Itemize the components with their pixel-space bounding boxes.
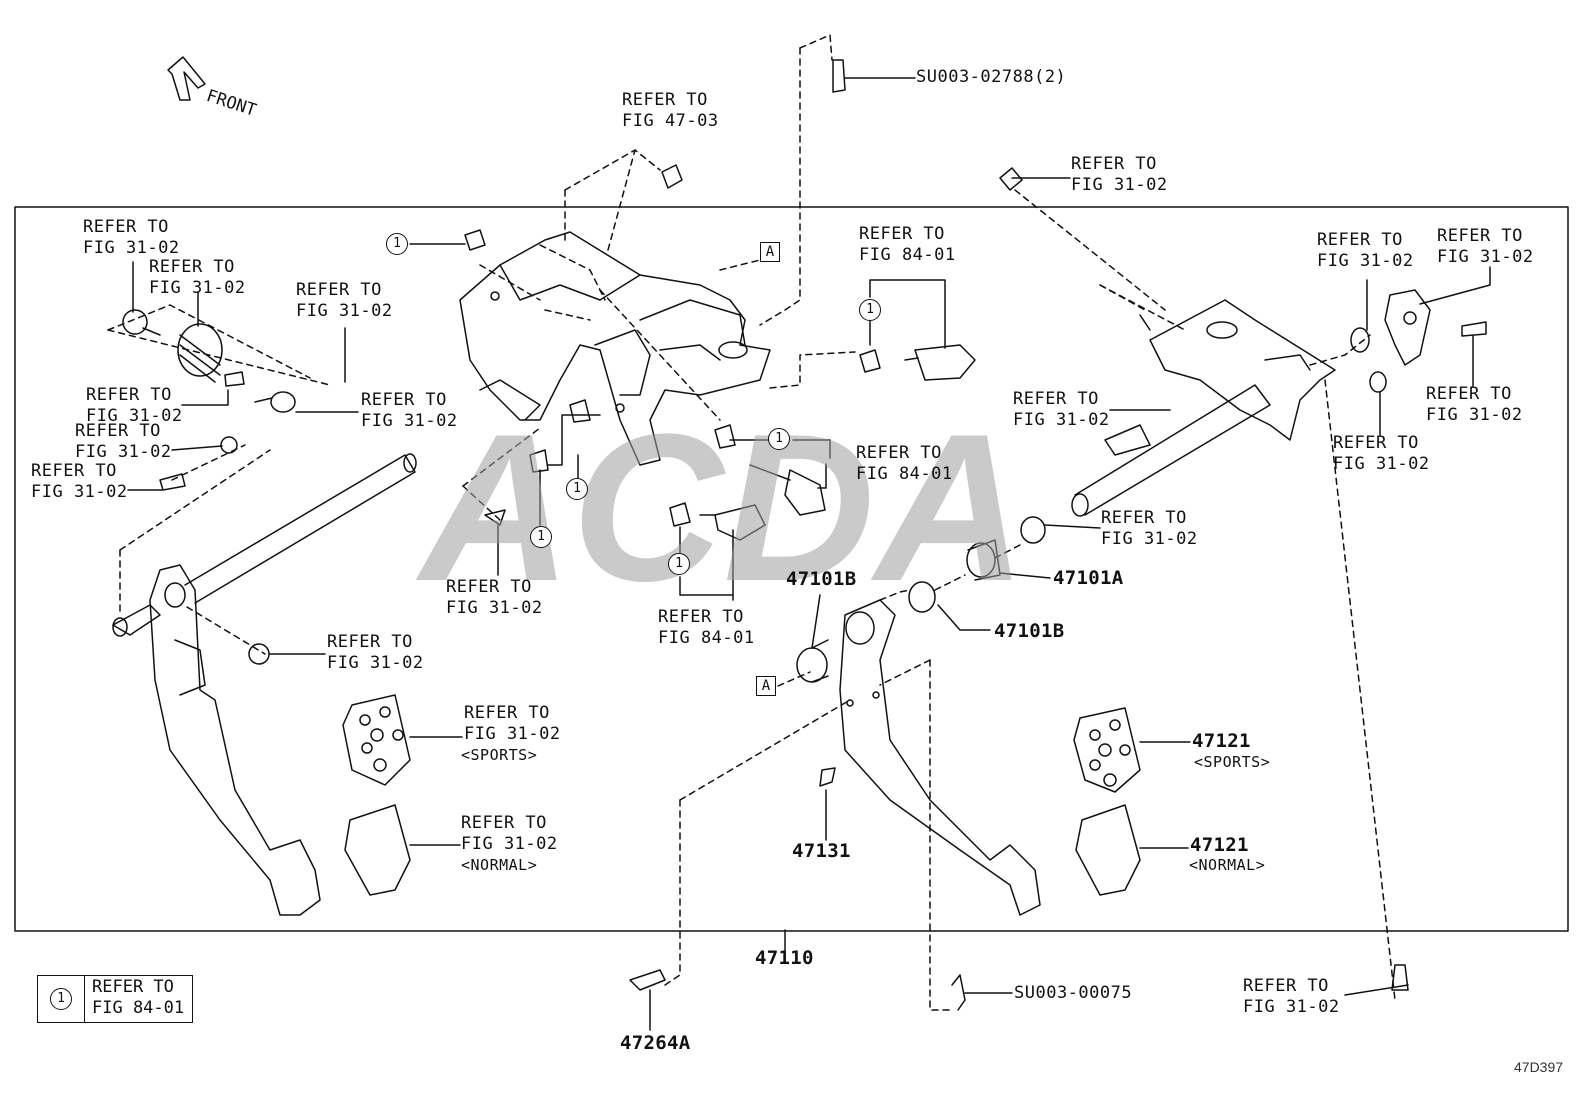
ref-fig-31-02-top-bolt: REFER TO FIG 31-02	[1071, 154, 1168, 195]
marker-1-d: 1	[566, 478, 588, 500]
assembly-frame	[14, 206, 1569, 932]
ref-fig-31-02-spring-seat: REFER TO FIG 31-02	[83, 217, 180, 258]
front-arrow-icon	[167, 56, 206, 101]
ref-fig-31-02-pad-normal: REFER TO FIG 31-02	[461, 813, 558, 854]
part-47121-sports: 47121	[1192, 730, 1251, 752]
marker-1-f: 1	[668, 553, 690, 575]
watermark: ACDA	[415, 390, 1027, 625]
marker-1-c: 1	[768, 428, 790, 450]
ref-fig-31-02-right-collar: REFER TO FIG 31-02	[1333, 433, 1430, 474]
ref-fig-31-02-collar: REFER TO FIG 31-02	[1101, 508, 1198, 549]
marker-1-a: 1	[386, 233, 408, 255]
construction-lines	[107, 34, 1396, 1011]
brake-bracket	[1071, 289, 1431, 517]
ref-fig-31-02-arm: REFER TO FIG 31-02	[361, 390, 458, 431]
part-47131: 47131	[792, 840, 851, 862]
sports-note-right: <SPORTS>	[1194, 753, 1271, 771]
marker-a-top: A	[760, 242, 780, 262]
ref-fig-31-02-bottom-bolt: REFER TO FIG 31-02	[1243, 976, 1340, 1017]
ref-fig-47-03: REFER TO FIG 47-03	[622, 90, 719, 131]
drawing-id: 47D397	[1514, 1059, 1564, 1075]
ref-fig-31-02-right-pin: REFER TO FIG 31-02	[1426, 384, 1523, 425]
part-su003-00075: SU003-00075	[1014, 983, 1133, 1003]
part-47110: 47110	[755, 947, 814, 969]
legend-text: REFER TO FIG 84-01	[92, 977, 185, 1018]
pedal-switches	[699, 344, 976, 541]
ref-fig-31-02-right-bush: REFER TO FIG 31-02	[1317, 230, 1414, 271]
ref-fig-31-02-stopper: REFER TO FIG 31-02	[327, 632, 424, 673]
legend-marker: 1	[50, 988, 72, 1010]
ref-fig-84-01-switch-low: REFER TO FIG 84-01	[658, 607, 755, 648]
sports-note-left: <SPORTS>	[461, 746, 538, 764]
part-47101b-lower: 47101B	[994, 620, 1065, 642]
pedal-pads	[342, 694, 1141, 896]
part-su003-02788: SU003-02788(2)	[916, 67, 1067, 87]
normal-note-left: <NORMAL>	[461, 856, 538, 874]
normal-note-right: <NORMAL>	[1189, 856, 1266, 874]
ref-fig-31-02-pad-sports: REFER TO FIG 31-02	[464, 703, 561, 744]
clutch-pedal-arm	[112, 453, 417, 916]
ref-fig-31-02-bolt: REFER TO FIG 31-02	[31, 461, 128, 502]
pedal-bracket	[459, 231, 771, 466]
ref-fig-84-01-switch-top: REFER TO FIG 84-01	[859, 224, 956, 265]
ref-fig-31-02-bush: REFER TO FIG 31-02	[75, 421, 172, 462]
marker-1-e: 1	[530, 526, 552, 548]
ref-fig-84-01-switch-mid: REFER TO FIG 84-01	[856, 443, 953, 484]
ref-fig-31-02-spring: REFER TO FIG 31-02	[149, 257, 246, 298]
legend-marker-cell	[37, 975, 85, 1023]
part-47101b-upper: 47101B	[786, 568, 857, 590]
ref-fig-31-02-pin: REFER TO FIG 31-02	[86, 385, 183, 426]
part-47101a: 47101A	[1053, 567, 1124, 589]
part-47264a: 47264A	[620, 1032, 691, 1054]
ref-fig-31-02-clip: REFER TO FIG 31-02	[296, 280, 393, 321]
brake-pedal-arm	[839, 599, 1041, 916]
ref-fig-31-02-clip-low: REFER TO FIG 31-02	[446, 577, 543, 618]
marker-1-b: 1	[859, 299, 881, 321]
ref-fig-31-02-right-lever: REFER TO FIG 31-02	[1437, 226, 1534, 267]
marker-a-bottom: A	[756, 676, 776, 696]
ref-fig-31-02-bracket-bolt: REFER TO FIG 31-02	[1013, 389, 1110, 430]
part-47121-normal: 47121	[1190, 834, 1249, 856]
